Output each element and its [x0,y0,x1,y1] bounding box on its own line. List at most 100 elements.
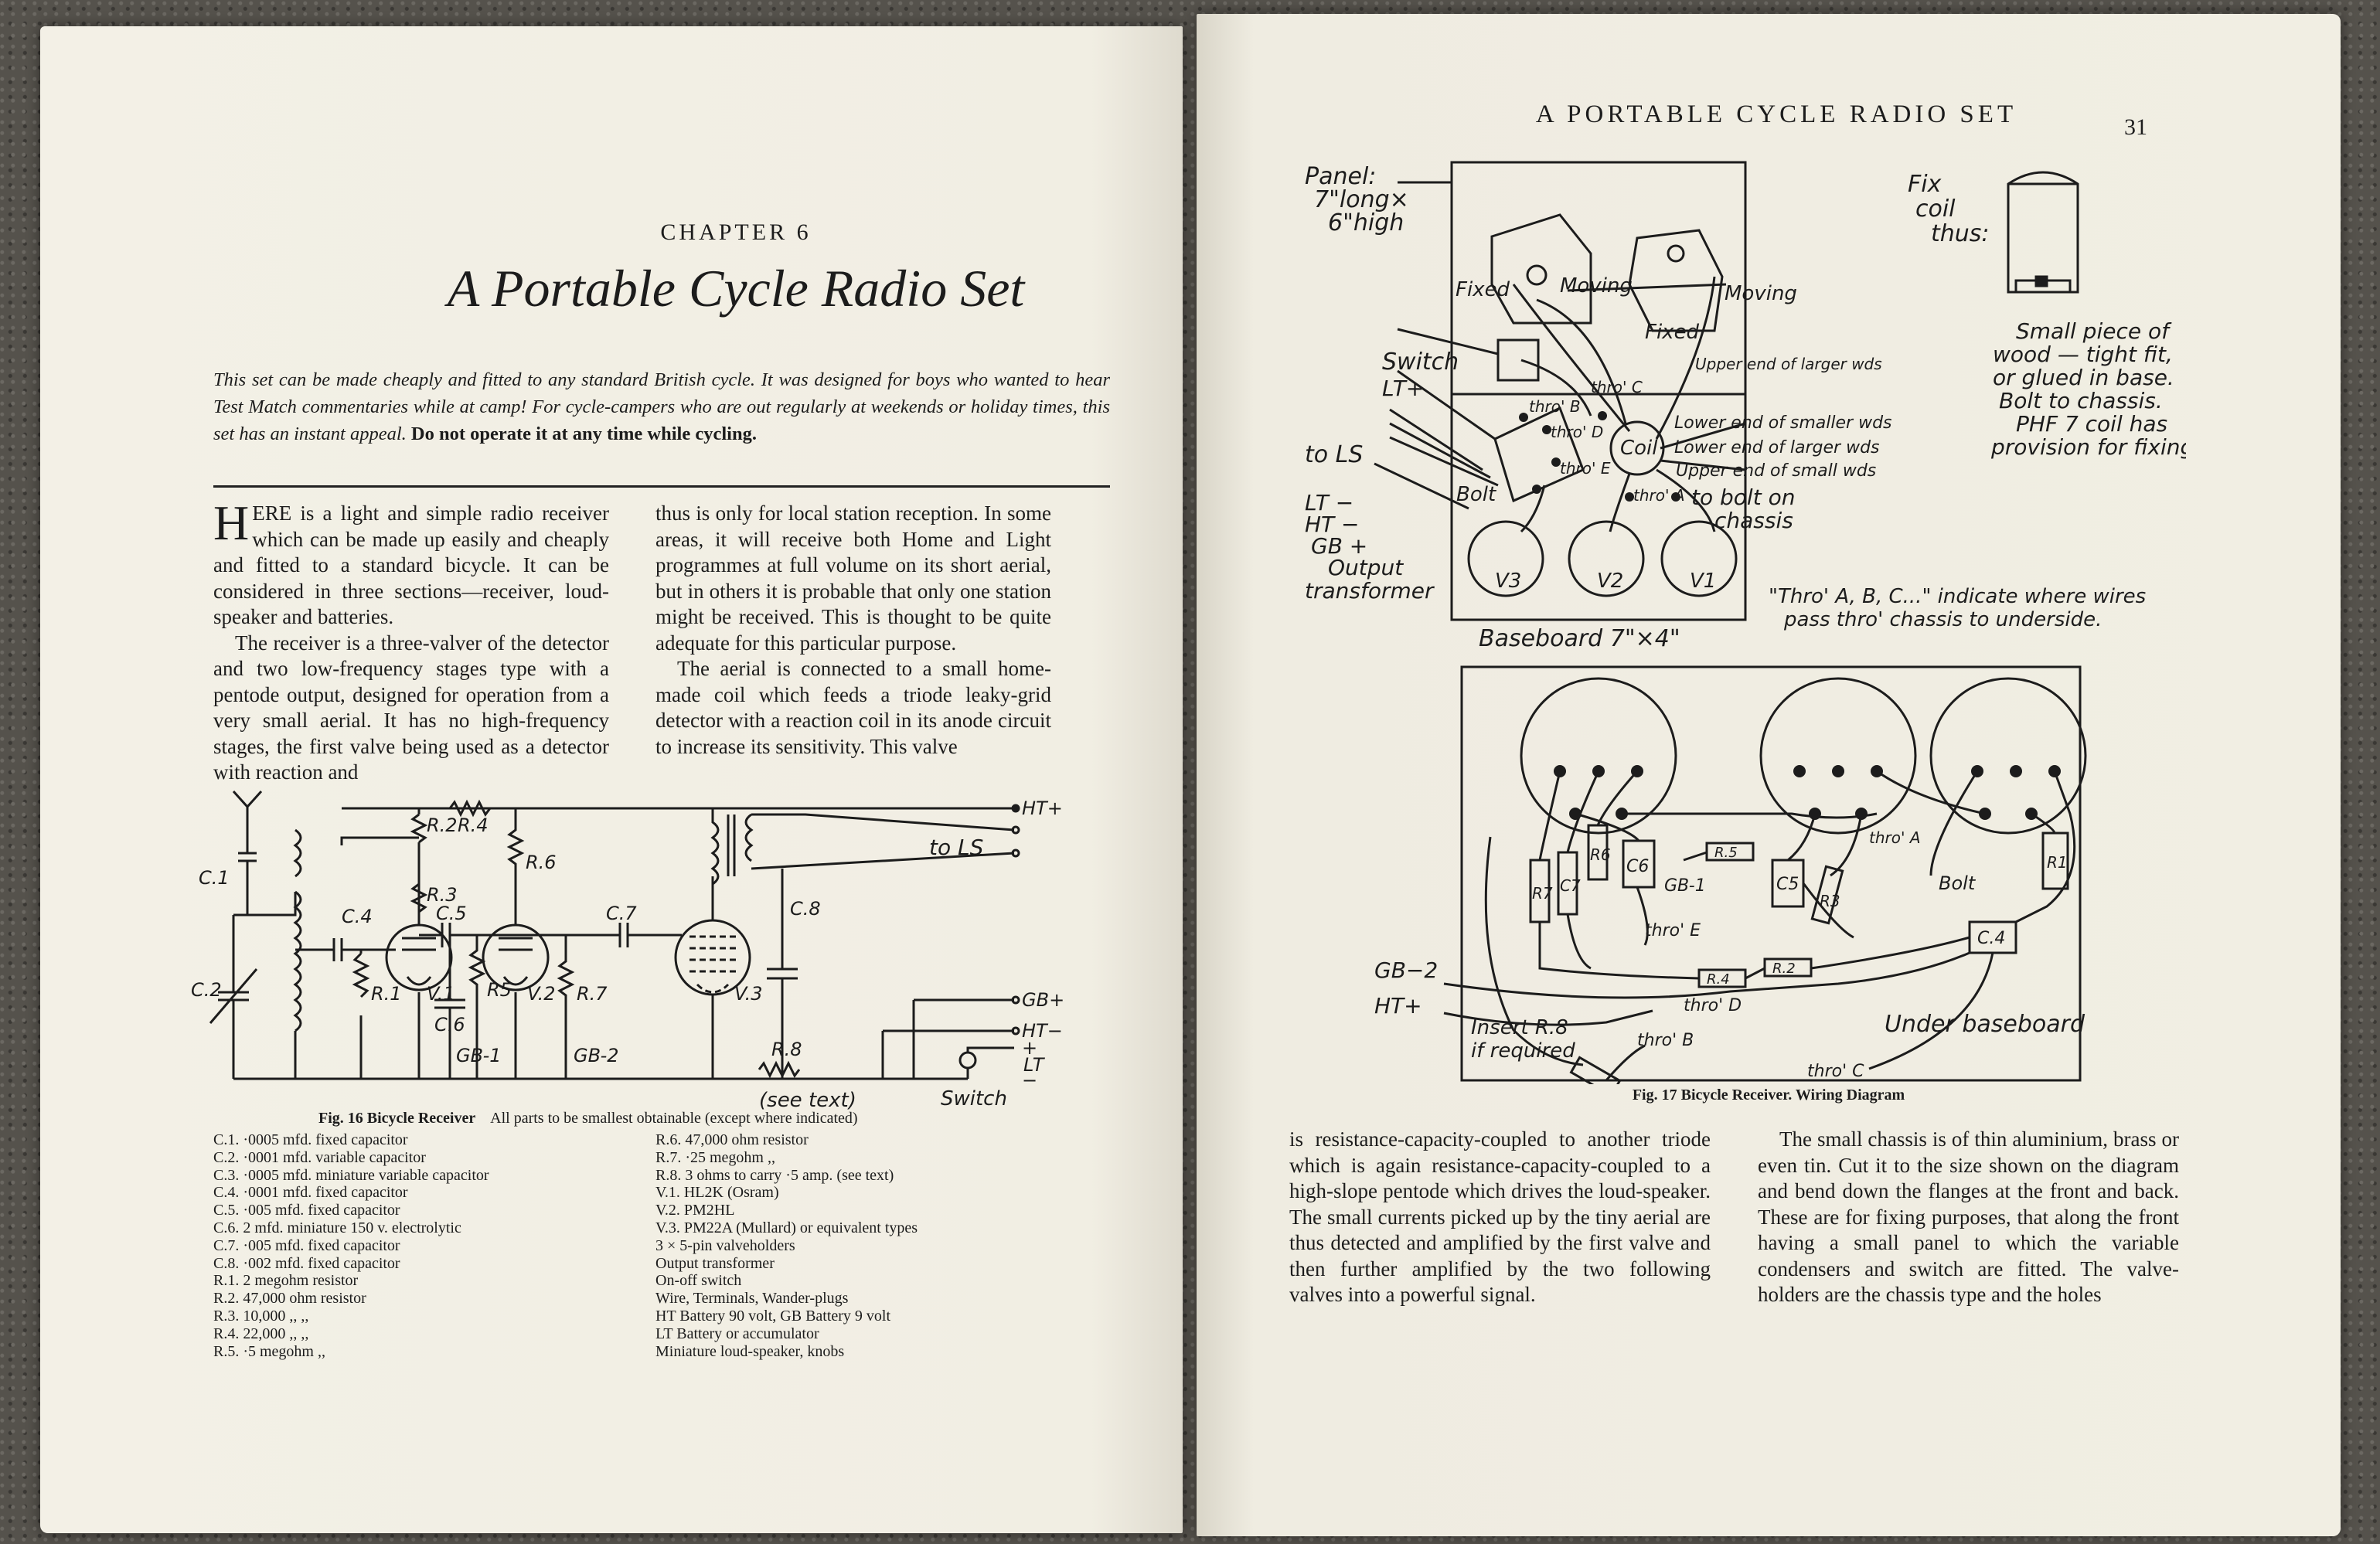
paragraph-2: The receiver is a three-valver of the de… [213,631,609,784]
label-to-ls: to LS [1305,441,1363,468]
label-c1: C.1 [199,867,230,889]
chapter-intro: This set can be made cheaply and fitted … [213,366,1110,447]
label-v1: V.1 [427,983,455,1005]
label-v2: V.2 [527,983,556,1005]
parts-list-item: Output transformer [655,1254,775,1272]
label-thro-a: thro' A [1633,486,1685,505]
label-thro-a: thro' A [1869,828,1921,847]
label-thro-d: thro' D [1551,423,1603,441]
label-r8: R.8 [771,1039,802,1060]
label-bolt: Bolt [1939,872,1977,894]
label-c7: C7 [1560,876,1581,895]
label-thro-b: thro' B [1529,397,1581,416]
parts-list-item: R.7. ·25 megohm ,, [655,1148,775,1166]
paragraph-3: thus is only for local station reception… [655,502,1051,655]
right-column-1: is resistance-capacity-coupled to anothe… [1289,1127,1711,1308]
label-r6: R6 [1590,845,1611,864]
label-gb1: GB-1 [1664,876,1706,896]
parts-list-item: C.6. 2 mfd. miniature 150 v. electrolyti… [213,1219,461,1236]
label-c6: C.6 [434,1014,465,1036]
drop-cap: H [213,495,250,550]
label-lower-larger: Lower end of larger wds [1674,438,1880,457]
label-v2: V2 [1597,570,1623,593]
parts-list-item: C.5. ·005 mfd. fixed capacitor [213,1202,400,1219]
parts-list-item: C.8. ·002 mfd. fixed capacitor [213,1254,400,1272]
smallcaps-lead: ERE [252,502,292,525]
label-insert-r8: Insert R.8 [1471,1016,1568,1039]
running-head: A PORTABLE CYCLE RADIO SET [1535,100,2017,128]
right-page: A PORTABLE CYCLE RADIO SET 31 [1197,14,2341,1536]
label-ht-plus: HT+ [1022,798,1063,819]
parts-list-item: V.1. HL2K (Osram) [655,1184,779,1202]
parts-list-item: C.7. ·005 mfd. fixed capacitor [213,1236,400,1254]
thus-label: thus: [1931,220,1990,247]
coil-note-2: wood — tight fit, [1993,342,2173,367]
label-thro-e: thro' E [1645,921,1701,940]
parts-list-item: R.2. 47,000 ohm resistor [213,1290,366,1308]
label-c4: C.4 [1977,929,2005,948]
fig16-caption-title: Fig. 16 Bicycle Receiver [318,1110,476,1127]
parts-list-item: R.5. ·5 megohm ,, [213,1342,325,1360]
label-upper-small: Upper end of small wds [1676,461,1876,481]
layout-diagram: Panel: 7"long× 6"high Fixed Moving Movin… [1305,161,2146,652]
label-lower-smaller: Lower end of smaller wds [1674,413,1892,433]
left-page: CHAPTER 6 A Portable Cycle Radio Set Thi… [40,26,1183,1533]
parts-list-item: V.2. PM2HL [655,1202,735,1219]
parts-list-item: C.2. ·0001 mfd. variable capacitor [213,1148,426,1166]
label-thro-b: thro' B [1637,1031,1694,1050]
parts-list-item: Wire, Terminals, Wander-plugs [655,1290,849,1308]
coil-note-6: provision for fixing [1990,434,2186,460]
parts-list-item: R.8. 3 ohms to carry ·5 amp. (see text) [655,1166,894,1184]
label-switch: Switch [941,1087,1007,1110]
left-column-2: thus is only for local station reception… [655,501,1051,760]
paragraph-6: The small chassis is of thin aluminium, … [1758,1127,2179,1306]
parts-list-item: R.4. 22,000 ,, ,, [213,1325,309,1342]
page-number: 31 [2124,114,2147,140]
parts-list-item: R.1. 2 megohm resistor [213,1272,359,1290]
coil-note-4: Bolt to chassis. [1999,388,2163,413]
label-output: Output [1328,555,1404,580]
label-switch: Switch [1382,349,1459,376]
parts-list-item: R.3. 10,000 ,, ,, [213,1307,309,1325]
right-column-2: The small chassis is of thin aluminium, … [1758,1127,2179,1308]
paragraph-4: The aerial is connected to a small home-… [655,657,1051,758]
fig16-caption-text: All parts to be smallest obtainable (exc… [490,1110,858,1127]
parts-list-item: V.3. PM22A (Mullard) or equivalent types [655,1219,918,1236]
label-lt: LT [1023,1054,1046,1076]
coil-label: coil [1915,196,1956,223]
label-c5: C5 [1776,875,1799,894]
label-coil: Coil [1620,437,1658,460]
chapter-title: A Portable Cycle Radio Set [447,259,1025,318]
label-c6: C6 [1626,857,1649,876]
label-r3: R.3 [427,884,458,906]
label-thro-c: thro' C [1807,1062,1864,1081]
label-under-baseboard: Under baseboard [1885,1011,2085,1038]
label-ht-plus: HT+ [1374,993,1422,1019]
label-bolt: Bolt [1456,483,1496,506]
label-lt-plus: LT+ [1382,376,1424,401]
parts-list-item: C.4. ·0001 mfd. fixed capacitor [213,1184,408,1202]
label-v3: V.3 [734,983,763,1005]
parts-list-item: C.1. ·0005 mfd. fixed capacitor [213,1131,408,1148]
parts-list-item: LT Battery or accumulator [655,1325,819,1342]
title-rule [213,485,1110,488]
label-ht-minus: HT− [1022,1020,1063,1042]
label-gb1: GB-1 [456,1045,502,1066]
label-r6: R.6 [526,852,557,873]
parts-list-item: HT Battery 90 volt, GB Battery 9 volt [655,1307,891,1325]
parts-list-item: 3 × 5-pin valveholders [655,1236,795,1254]
label-c7: C.7 [606,903,637,924]
label-fixed-a: Fixed [1456,278,1510,301]
fig17-caption-title: Fig. 17 Bicycle Receiver. Wiring Diagram [1632,1087,1905,1104]
label-fixed-b: Fixed [1645,321,1700,344]
parts-list-item: C.3. ·0005 mfd. miniature variable capac… [213,1166,489,1184]
chapter-number: CHAPTER 6 [660,219,812,245]
label-r4: R.4 [1707,971,1730,988]
label-gb-plus: GB + [1311,533,1367,559]
label-plus: + [1022,1037,1037,1059]
label-v3: V3 [1495,570,1521,593]
label-moving-a: Moving [1560,274,1633,298]
parts-list-item: R.6. 47,000 ohm resistor [655,1131,809,1148]
